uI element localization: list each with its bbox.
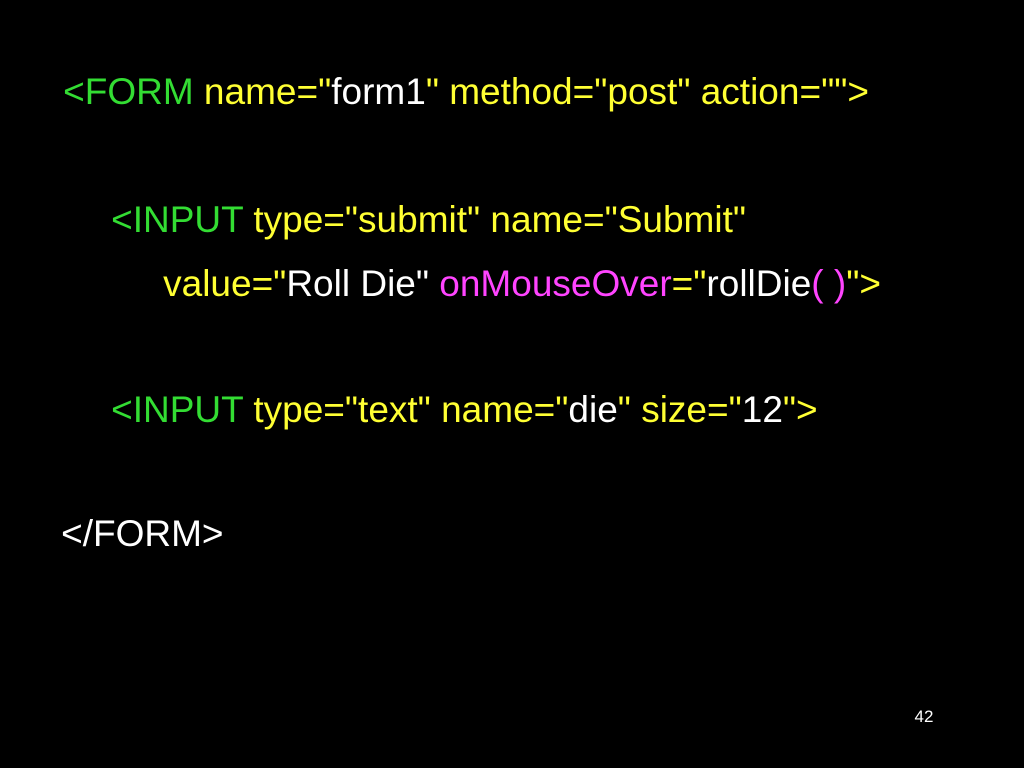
code-token-event: onMouseOver [439,263,672,304]
code-token-value: die [568,389,618,430]
page-number: 42 [914,707,934,726]
code-token-attribute: name=" [193,71,332,112]
code-token-tag: <FORM [63,71,194,112]
code-token-value: </FORM> [61,513,224,554]
code-token-event: ( ) [811,263,847,304]
code-token-value: 12 [741,389,783,430]
code-token-value: form1 [331,71,426,112]
code-token-tag: <INPUT [111,199,244,240]
code-line-input-text: <INPUT type="text" name="die" size="12"> [70,344,818,476]
code-token-tag: <INPUT [111,389,244,430]
code-token-attribute: "> [782,389,818,430]
code-line-input-submit-value: value="Roll Die" onMouseOver="rollDie( )… [122,218,881,350]
code-token-value: Roll Die" [286,263,440,304]
code-token-attribute: value=" [163,263,287,304]
code-line-form-open: <FORM name="form1" method="post" action=… [22,26,869,158]
code-token-attribute: =" [671,263,707,304]
code-line-form-close: </FORM> [20,468,224,600]
code-token-value: rollDie [706,263,812,304]
code-token-attribute: type="submit" name="Submit" [243,199,747,240]
code-line-input-submit: <INPUT type="submit" name="Submit" [70,154,746,286]
code-token-attribute: type="text" name=" [243,389,569,430]
code-token-attribute: "> [846,263,881,304]
code-token-attribute: " size=" [617,389,742,430]
code-token-attribute: " method="post" action=""> [425,71,869,112]
